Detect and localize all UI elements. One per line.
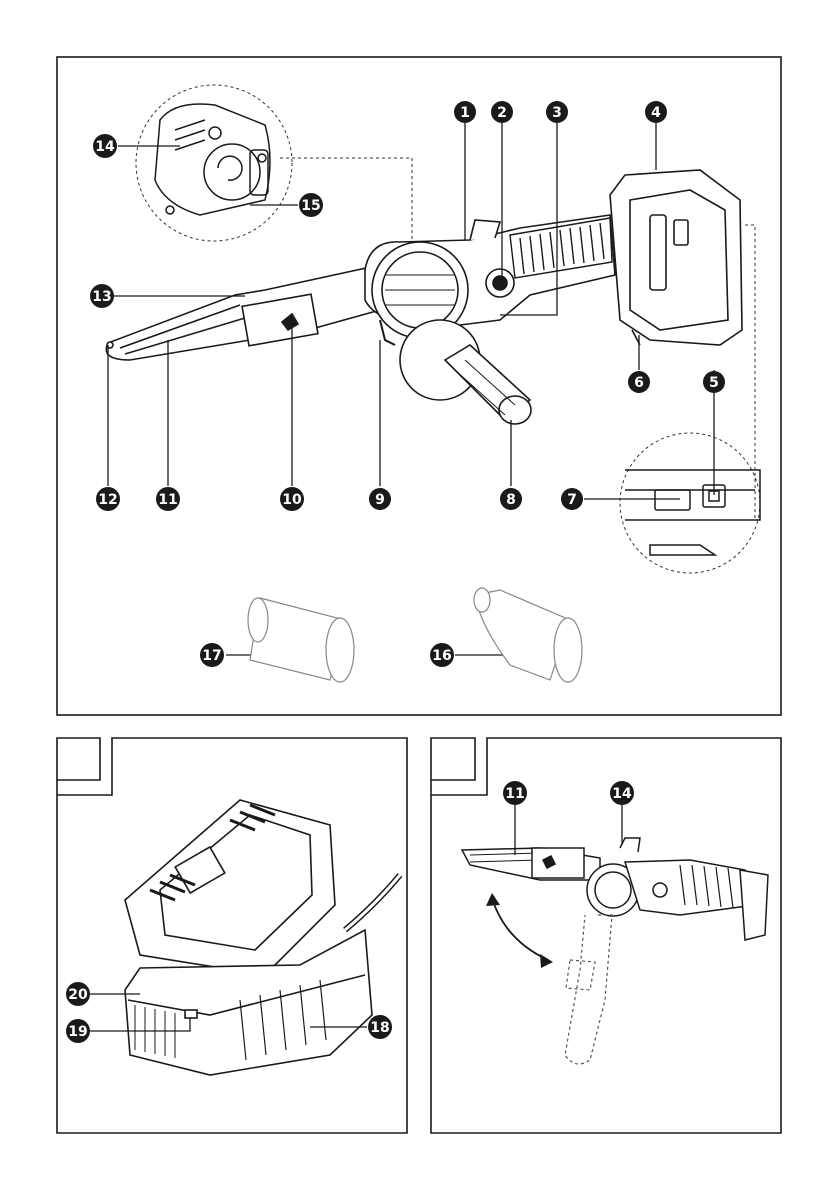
panel-overview: [57, 57, 781, 715]
callout-2: 2: [491, 101, 513, 123]
rotated-arm-ghost: [565, 915, 612, 1064]
callout-14: 14: [93, 134, 117, 158]
callout-5-label: 5: [709, 375, 719, 391]
rotation-arrow-path: [492, 898, 548, 960]
panel-rotation-tab: [431, 738, 475, 780]
callout-12-label: 12: [98, 492, 117, 508]
callout-19-label: 19: [68, 1024, 87, 1040]
callout-10-label: 10: [282, 492, 302, 508]
callout-14-label: 14: [95, 139, 115, 155]
callout-3: 3: [546, 101, 568, 123]
callout-13-label: 13: [92, 289, 111, 305]
callout-6-label: 6: [634, 375, 644, 391]
leader-battery-dashed: [745, 225, 755, 520]
panel-rotation-frame: [431, 738, 781, 1133]
callout-5: 5: [703, 371, 725, 393]
callout-3-label: 3: [552, 105, 562, 121]
callout-20: 20: [66, 982, 90, 1006]
callout-12: 12: [96, 487, 120, 511]
callout-8-label: 8: [506, 492, 516, 508]
belt-arm: [106, 265, 380, 360]
callout-15-label: 15: [301, 198, 320, 214]
rotation-arrowhead-end: [540, 954, 553, 968]
callout-7: 7: [561, 488, 583, 510]
callout-17: 17: [200, 643, 224, 667]
callout-11-rotation: 11: [503, 781, 527, 805]
callout-2-label: 2: [497, 105, 507, 121]
callout-7-label: 7: [567, 492, 577, 508]
callout-14-rotation: 14: [610, 781, 634, 805]
callout-6: 6: [628, 371, 650, 393]
rotation-tool: [462, 838, 768, 940]
callout-9: 9: [369, 488, 391, 510]
panel-charger: [57, 738, 407, 1133]
callout-11: 11: [156, 487, 180, 511]
callout-20-label: 20: [68, 987, 88, 1003]
callout-9-label: 9: [375, 492, 385, 508]
detail-housing: [155, 104, 270, 215]
callout-4: 4: [645, 101, 667, 123]
extraction-adapter-16: [474, 588, 582, 682]
callout-18-label: 18: [370, 1020, 389, 1036]
callout-16-label: 16: [432, 648, 451, 664]
charger-battery: [125, 800, 335, 975]
detail-battery-port: [625, 470, 760, 555]
callout-8: 8: [500, 488, 522, 510]
callout-4-label: 4: [651, 105, 661, 121]
extraction-adapter-17: [248, 598, 354, 682]
callout-16: 16: [430, 643, 454, 667]
side-handle: [400, 320, 531, 424]
panel-rotation: [431, 738, 781, 1133]
callout-1: 1: [454, 101, 476, 123]
callout-15: 15: [299, 193, 323, 217]
callout-1-label: 1: [460, 105, 470, 121]
battery-pack: [610, 170, 742, 345]
callout-14-rotation-label: 14: [612, 786, 632, 802]
callout-11-rotation-label: 11: [505, 786, 524, 802]
callout-18: 18: [368, 1015, 392, 1039]
callout-19: 19: [66, 1019, 90, 1043]
callout-10: 10: [280, 487, 304, 511]
callout-17-label: 17: [202, 648, 221, 664]
callout-13: 13: [90, 284, 114, 308]
callout-11-label: 11: [158, 492, 177, 508]
panel-charger-tab: [57, 738, 100, 780]
rotation-arrowhead-start: [486, 893, 500, 906]
leader-detail-dashed: [280, 158, 412, 240]
